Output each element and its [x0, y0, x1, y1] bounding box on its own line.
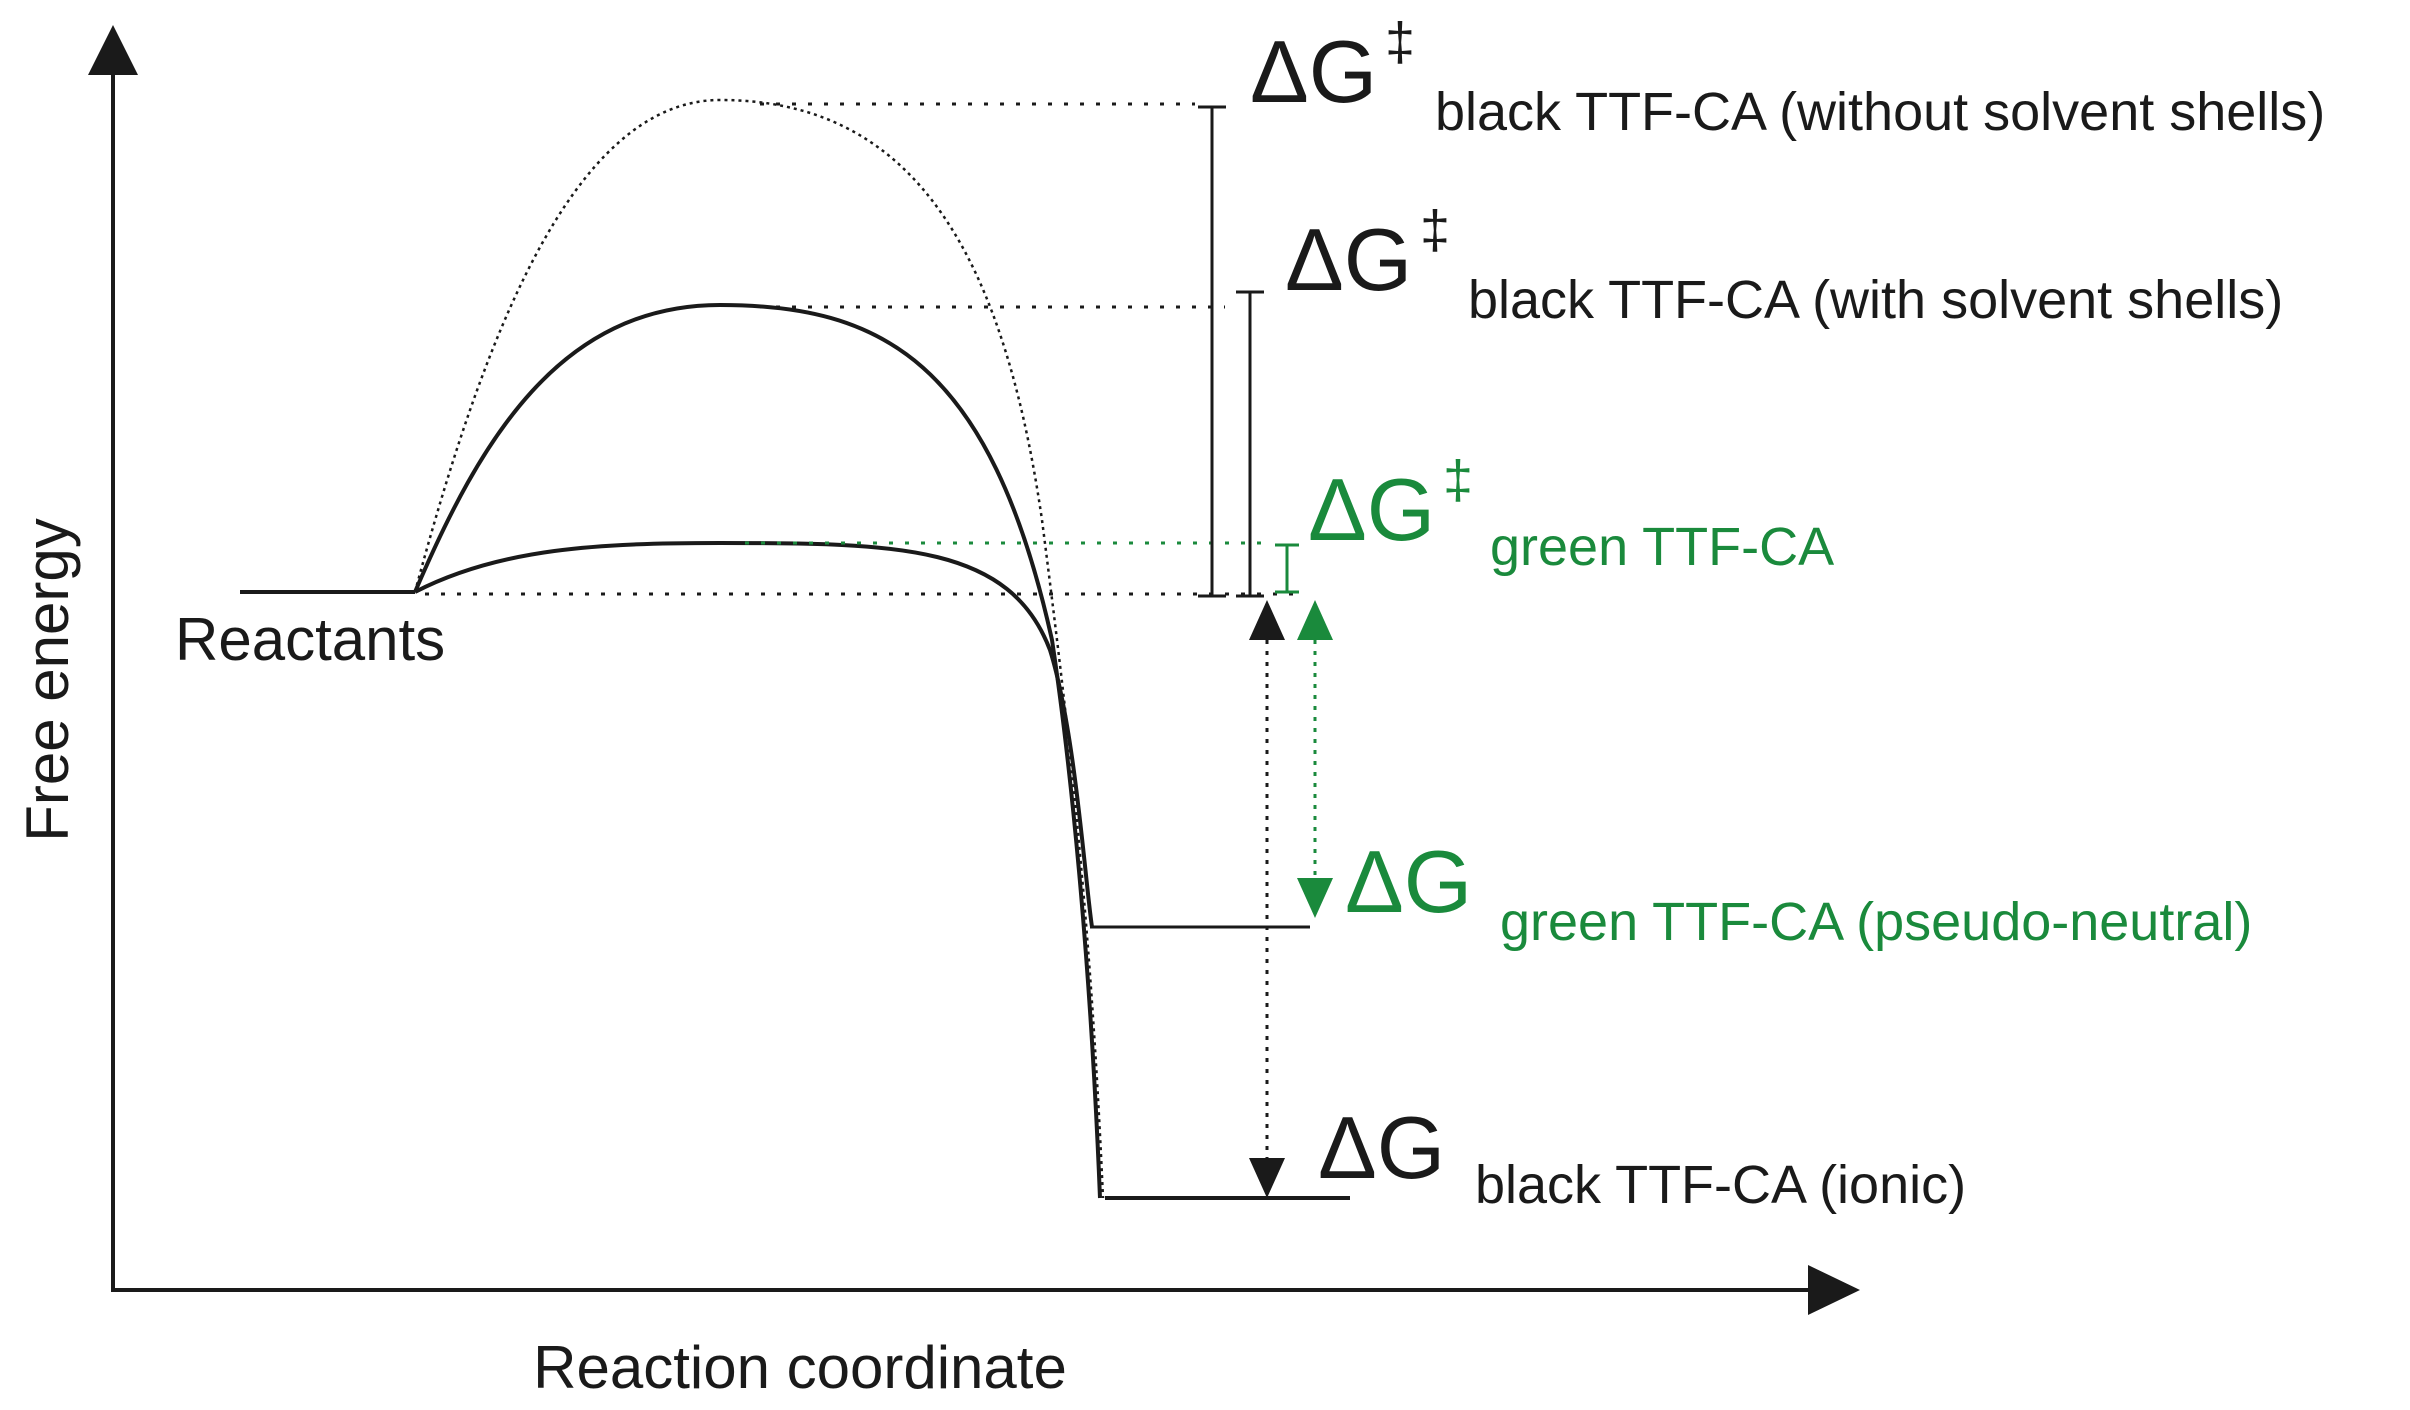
label-sub: green TTF-CA (pseudo-neutral): [1500, 892, 2252, 952]
label-main: ΔG: [1345, 832, 1472, 931]
label-sub: black TTF-CA (ionic): [1475, 1155, 1966, 1215]
bracket-green: [1275, 543, 1299, 594]
curve-with-solvent-shells: [413, 302, 1102, 1199]
arrowhead-pseudo-neutral-up: [1297, 600, 1333, 640]
label-dg-pseudo-neutral: ΔG green TTF-CA (pseudo-neutral): [1345, 832, 2252, 952]
label-main: ΔG: [1308, 460, 1435, 559]
y-axis-arrowhead: [88, 25, 138, 75]
bracket-without-solvent: [1198, 105, 1226, 598]
y-axis-label: Free energy: [14, 518, 81, 842]
label-main: ΔG: [1285, 210, 1412, 309]
arrowhead-pseudo-neutral-down: [1297, 878, 1333, 918]
arrow-pseudo-neutral: [1297, 600, 1333, 918]
label-dg-barrier-with-solvent: ΔG ‡ black TTF-CA (with solvent shells): [1285, 200, 2283, 330]
arrowhead-ionic-up: [1249, 600, 1285, 640]
guide-lines: [425, 102, 1300, 596]
reactants-label: Reactants: [175, 606, 445, 673]
label-sub: black TTF-CA (with solvent shells): [1468, 270, 2283, 330]
annotation-labels: ΔG ‡ black TTF-CA (without solvent shell…: [1250, 12, 2325, 1215]
dg-arrows: [1249, 600, 1333, 1198]
axes: Free energy Reaction coordinate: [14, 25, 1860, 1401]
barrier-brackets: [1198, 105, 1299, 598]
x-axis-arrowhead: [1808, 1265, 1860, 1315]
curve-without-solvent-shells: [413, 98, 1105, 1199]
label-sub: black TTF-CA (without solvent shells): [1435, 82, 2325, 142]
label-sub: green TTF-CA: [1490, 517, 1834, 577]
label-sup: ‡: [1443, 450, 1473, 510]
bracket-with-solvent: [1236, 290, 1264, 598]
label-dg-barrier-without-solvent: ΔG ‡ black TTF-CA (without solvent shell…: [1250, 12, 2325, 142]
label-dg-ionic: ΔG black TTF-CA (ionic): [1318, 1098, 1966, 1215]
x-axis-label: Reaction coordinate: [533, 1334, 1067, 1401]
reaction-curves: [413, 98, 1105, 1199]
label-dg-barrier-green: ΔG ‡ green TTF-CA: [1308, 450, 1834, 577]
label-main: ΔG: [1318, 1098, 1445, 1197]
label-sup: ‡: [1420, 200, 1450, 260]
label-sup: ‡: [1385, 12, 1415, 72]
label-main: ΔG: [1250, 22, 1377, 121]
arrow-ionic: [1249, 600, 1285, 1198]
arrowhead-ionic-down: [1249, 1158, 1285, 1198]
energy-levels: Reactants: [175, 590, 1350, 1200]
curve-green-ttf-ca: [414, 540, 1094, 928]
